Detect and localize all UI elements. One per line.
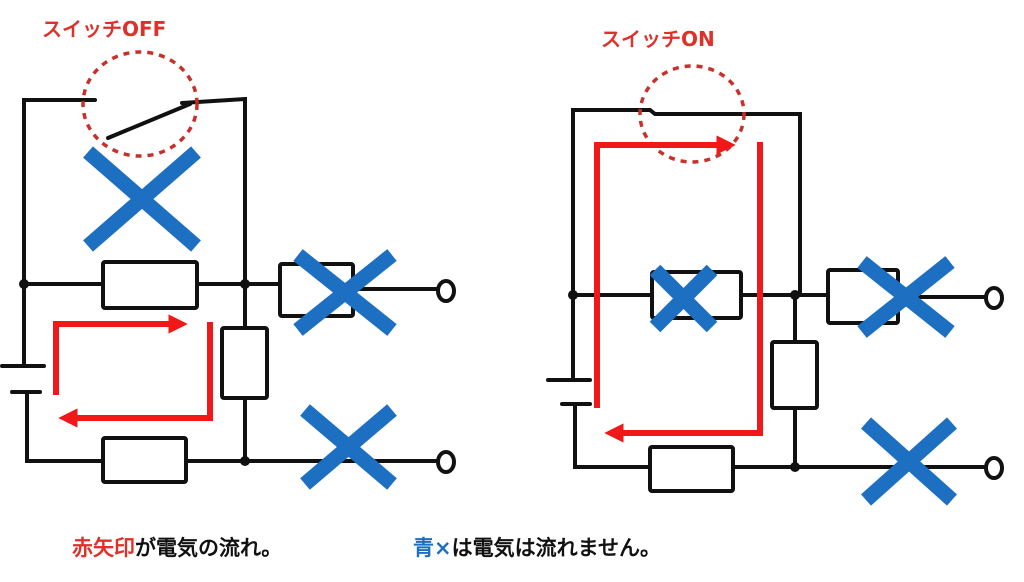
junction-dot [19,279,29,289]
current-arrow [53,314,213,428]
blue-x-icon [857,256,955,338]
junctions-left [19,279,250,466]
legend-blue-x-term: 青× [413,536,452,560]
resistor [770,340,819,410]
resistor [101,436,188,484]
resistor [101,260,199,310]
legend-red-arrow-text: が電気の流れ。 [135,536,283,560]
blue-x-icon [83,146,201,252]
resistor [220,326,269,400]
legend-blue-x: 青×は電気は流れません。 [413,532,661,562]
resistor [648,445,735,493]
junction-dot [240,279,250,289]
switch-label: スイッチON [601,27,715,51]
no-current-marks-left [83,146,397,490]
terminals-right [984,286,1004,480]
terminals-left [436,279,456,474]
resistors-left [101,260,355,484]
blue-x-icon [293,249,397,336]
terminal-icon [436,279,456,303]
circuit-right: スイッチON [546,27,1004,506]
junction-dot [790,290,800,300]
circuit-left: スイッチOFF [0,17,456,490]
switch-highlight-circle [81,50,199,158]
current-arrow [594,135,763,443]
junction-dot [568,290,578,300]
blue-x-icon [649,264,718,333]
blue-x-icon [860,417,958,506]
switch-label: スイッチOFF [42,17,166,41]
junctions-right [568,290,800,472]
blue-x-icon [300,404,397,490]
switch-highlight-circle [638,64,746,164]
wires-left [0,96,442,463]
legend-red-arrow-term: 赤矢印 [72,536,135,560]
legend-blue-x-text: は電気は流れません。 [451,536,661,560]
legend-red-arrow: 赤矢印が電気の流れ。 [72,532,282,562]
terminal-icon [436,450,456,474]
terminal-icon [984,456,1004,480]
junction-dot [240,456,250,466]
junction-dot [790,462,800,472]
no-current-marks-right [649,256,958,506]
terminal-icon [984,286,1004,310]
